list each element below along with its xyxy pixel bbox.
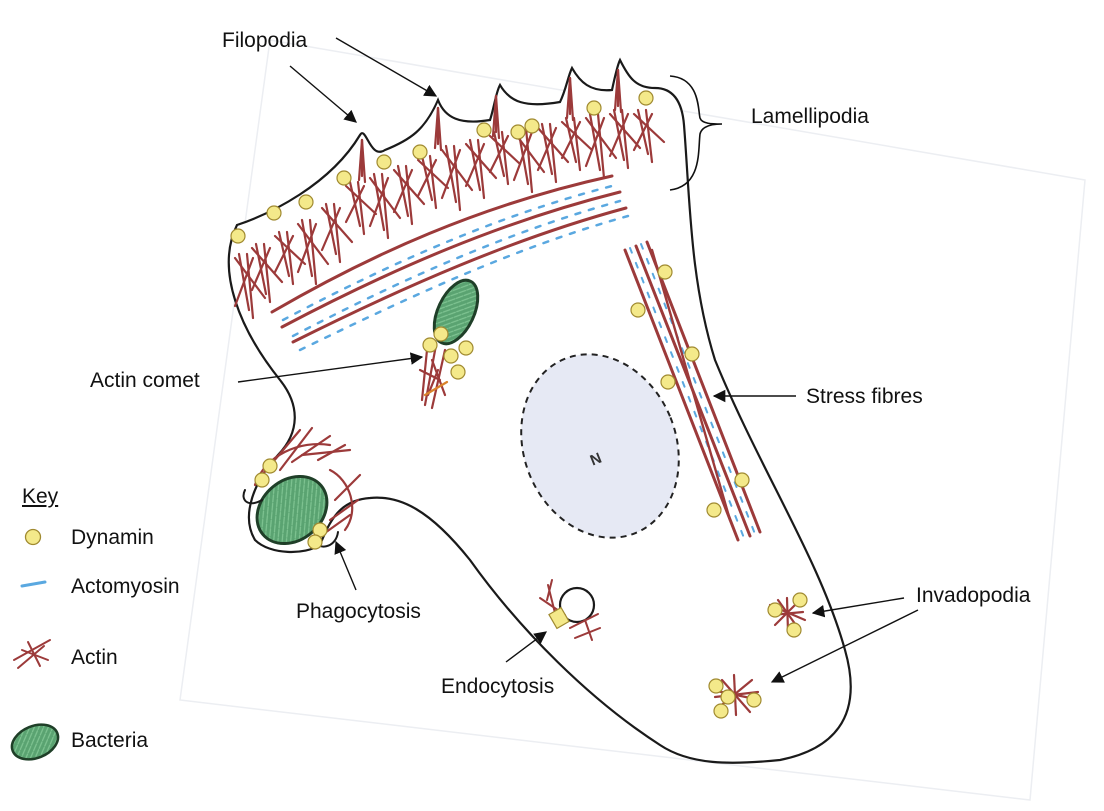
filopodia-label: Filopodia <box>222 30 307 51</box>
key-title: Key <box>22 486 58 507</box>
dynamin-icon <box>26 530 41 545</box>
lamellipodia-label: Lamellipodia <box>751 106 869 127</box>
dynamin-dot <box>639 91 653 105</box>
dynamin-dot <box>747 693 761 707</box>
dynamin-dot <box>444 349 458 363</box>
dynamin-dot <box>587 101 601 115</box>
dynamin-dot <box>735 473 749 487</box>
dynamin-dot <box>308 535 322 549</box>
endocytosis-label: Endocytosis <box>441 676 554 697</box>
key-icons <box>7 530 63 766</box>
key-actin-label: Actin <box>71 647 118 668</box>
dynamin-dot <box>525 119 539 133</box>
dynamin-dot <box>337 171 351 185</box>
dynamin-dot <box>685 347 699 361</box>
dynamin-dot <box>477 123 491 137</box>
dynamin-dot <box>768 603 782 617</box>
dynamin-dot <box>231 229 245 243</box>
dynamin-dot <box>267 206 281 220</box>
actin-comet-label: Actin comet <box>90 370 200 391</box>
key-dynamin-label: Dynamin <box>71 527 154 548</box>
dynamin-dot <box>721 690 735 704</box>
dynamin-dot <box>413 145 427 159</box>
dynamin-dot <box>423 338 437 352</box>
dynamin-dot <box>793 593 807 607</box>
dynamin-dot <box>434 327 448 341</box>
key-bacteria-label: Bacteria <box>71 730 148 751</box>
dynamin-dot <box>263 459 277 473</box>
dynamin-dot <box>787 623 801 637</box>
dynamin-dot <box>299 195 313 209</box>
actomyosin-icon <box>22 582 45 586</box>
bacteria-icon <box>7 718 63 766</box>
dynamin-dot <box>377 155 391 169</box>
stress-fibres-label: Stress fibres <box>806 386 923 407</box>
dynamin-dot <box>658 265 672 279</box>
dynamin-dot <box>459 341 473 355</box>
dynamin-dot <box>631 303 645 317</box>
phagocytosis-label: Phagocytosis <box>296 601 421 622</box>
key-actomyosin-label: Actomyosin <box>71 576 180 597</box>
dynamin-dot <box>714 704 728 718</box>
dynamin-dot <box>255 473 269 487</box>
dynamin-dot <box>709 679 723 693</box>
dynamin-dot <box>661 375 675 389</box>
invadopodia-label: Invadopodia <box>916 585 1030 606</box>
actin-icon <box>14 640 50 668</box>
dynamin-dot <box>451 365 465 379</box>
dynamin-dot <box>707 503 721 517</box>
dynamin-dot <box>511 125 525 139</box>
